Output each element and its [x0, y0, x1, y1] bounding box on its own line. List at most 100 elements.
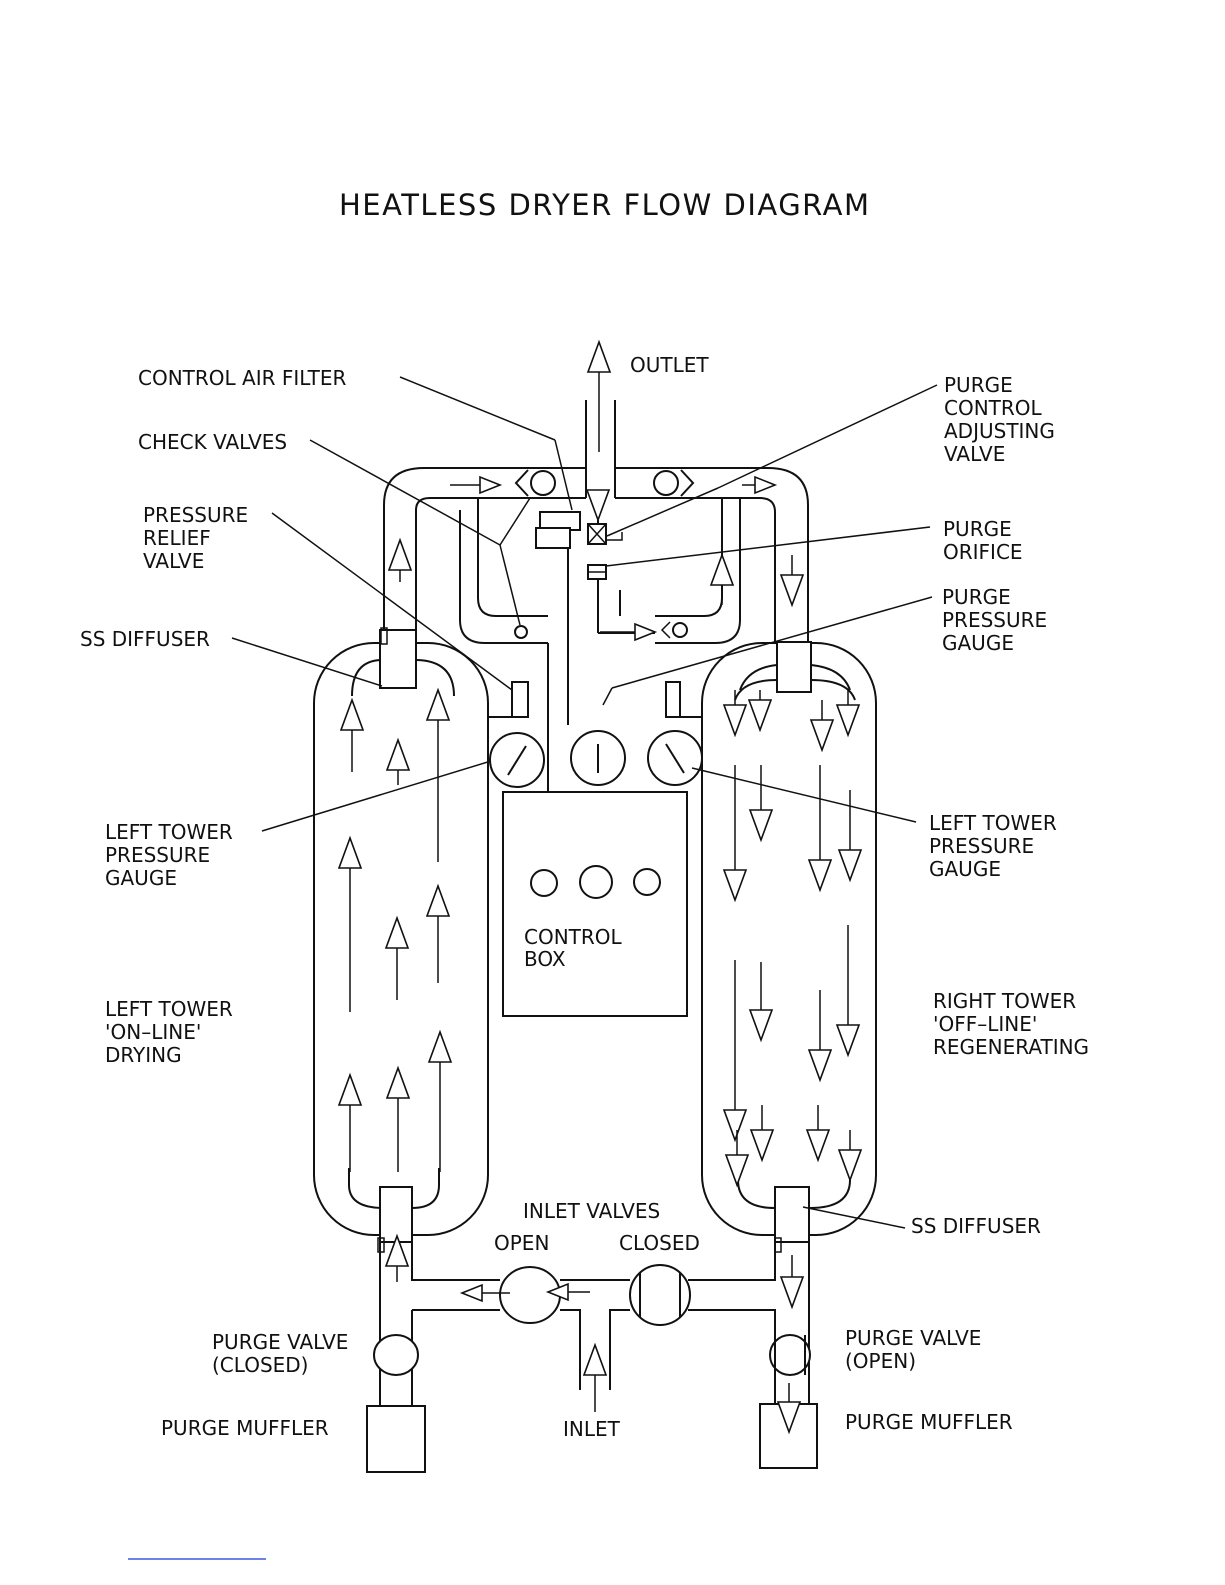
purge-valve-left — [373, 1334, 419, 1376]
right-tower-pressure-gauge — [647, 730, 703, 786]
diagram-title: HEATLESS DRYER FLOW DIAGRAM — [339, 188, 871, 222]
label-right-tower-status-1: RIGHT TOWER — [933, 989, 1076, 1013]
inlet-valve-closed — [629, 1264, 691, 1326]
flow-arrow-up-icon — [339, 697, 365, 731]
flow-arrow-down-icon — [835, 1024, 861, 1058]
flow-arrow-down-icon — [779, 1276, 805, 1310]
label-purge-control-1: PURGE — [944, 373, 1013, 397]
label-purge-orifice-2: ORIFICE — [943, 540, 1023, 564]
labels-bottom: INLET VALVES OPEN CLOSED INLET — [494, 1199, 700, 1441]
flow-arrow-up-icon — [425, 883, 451, 917]
control-box-label-2: BOX — [524, 947, 566, 971]
flow-arrow-up-icon — [384, 1233, 410, 1267]
check-valve-top-right — [653, 469, 695, 497]
flow-arrow-up-icon — [582, 1342, 608, 1376]
flow-arrow-down-icon — [748, 809, 774, 843]
flow-arrow-down-icon — [837, 1149, 863, 1183]
label-purge-pressure-gauge-3: GAUGE — [942, 631, 1014, 655]
label-left-gauge-left-3: GAUGE — [105, 866, 177, 890]
flow-arrow-up-icon — [385, 1065, 411, 1099]
ss-diffuser-right-top — [776, 641, 812, 693]
label-left-gauge-left-1: LEFT TOWER — [105, 820, 233, 844]
label-purge-valve-right-1: PURGE VALVE — [845, 1326, 981, 1350]
purge-muffler-left — [366, 1405, 426, 1473]
label-purge-valve-left-2: (CLOSED) — [212, 1353, 308, 1377]
label-inlet-valves: INLET VALVES — [523, 1199, 660, 1223]
flow-arrow-up-icon — [427, 1029, 453, 1063]
ss-diffuser-left-bottom — [379, 1186, 413, 1243]
label-purge-control-4: VALVE — [944, 442, 1005, 466]
flow-arrow-down-icon — [805, 1129, 831, 1163]
label-left-gauge-right-3: GAUGE — [929, 857, 1001, 881]
flow-arrow-up-icon — [385, 737, 411, 771]
flow-arrow-up-icon — [709, 552, 735, 586]
pressure-relief-valve-left — [511, 681, 529, 718]
label-inlet-valve-open: OPEN — [494, 1231, 549, 1255]
flow-arrow-left-icon — [545, 1282, 569, 1302]
label-purge-control-2: CONTROL — [944, 396, 1043, 420]
flow-arrow-right-icon — [479, 475, 503, 495]
ss-diffuser-right-bottom — [774, 1186, 810, 1243]
indicator-light-1 — [530, 869, 558, 897]
flow-arrow-up-icon — [337, 835, 363, 869]
label-control-air-filter: CONTROL AIR FILTER — [138, 366, 347, 390]
flow-arrow-down-icon — [722, 704, 748, 738]
purge-pressure-gauge — [570, 730, 626, 786]
flow-arrow-down-icon — [585, 489, 611, 523]
label-check-valves: CHECK VALVES — [138, 430, 287, 454]
label-left-gauge-right-1: LEFT TOWER — [929, 811, 1057, 835]
purge-valve-right — [769, 1334, 811, 1376]
flow-arrow-down-icon — [747, 699, 773, 733]
label-inlet: INLET — [563, 1417, 621, 1441]
label-left-tower-status-3: DRYING — [105, 1043, 182, 1067]
flow-arrow-down-icon — [722, 869, 748, 903]
label-inlet-valve-closed: CLOSED — [619, 1231, 700, 1255]
flow-arrow-down-icon — [807, 859, 833, 893]
label-pressure-relief-1: PRESSURE — [143, 503, 248, 527]
check-valve-bottom — [514, 621, 688, 639]
label-purge-pressure-gauge-1: PURGE — [942, 585, 1011, 609]
label-ss-diffuser-left: SS DIFFUSER — [80, 627, 210, 651]
flow-arrow-down-icon — [807, 1049, 833, 1083]
flow-arrow-down-icon — [776, 1401, 802, 1435]
flow-arrow-up-icon — [425, 687, 451, 721]
flow-arrow-down-icon — [835, 704, 861, 738]
flow-arrow-down-icon — [748, 1009, 774, 1043]
right-tower — [701, 641, 877, 1253]
flow-arrow-up-icon — [586, 339, 612, 373]
label-outlet: OUTLET — [630, 353, 709, 377]
flow-arrow-down-icon — [779, 574, 805, 608]
left-tower — [313, 627, 489, 1253]
label-purge-orifice-1: PURGE — [943, 517, 1012, 541]
indicator-light-3 — [633, 868, 661, 896]
label-purge-control-3: ADJUSTING — [944, 419, 1055, 443]
label-pressure-relief-3: VALVE — [143, 549, 204, 573]
flow-arrow-up-icon — [337, 1072, 363, 1106]
flow-arrow-down-icon — [749, 1129, 775, 1163]
flow-arrow-down-icon — [809, 719, 835, 753]
check-valve-top-left — [514, 469, 556, 497]
flow-arrow-left-icon — [459, 1283, 483, 1303]
control-box-label-1: CONTROL — [524, 925, 623, 949]
flow-arrows — [337, 339, 863, 1435]
flow-arrow-up-icon — [384, 915, 410, 949]
label-purge-valve-right-2: (OPEN) — [845, 1349, 916, 1373]
pressure-relief-valve-right — [665, 681, 681, 718]
labels-left: CONTROL AIR FILTER CHECK VALVES PRESSURE… — [80, 366, 348, 1440]
ss-diffuser-left-top — [379, 629, 417, 689]
labels-right: OUTLET PURGE CONTROL ADJUSTING VALVE PUR… — [630, 353, 1089, 1434]
label-purge-pressure-gauge-2: PRESSURE — [942, 608, 1047, 632]
flow-arrow-right-icon — [634, 622, 658, 642]
label-purge-valve-left-1: PURGE VALVE — [212, 1330, 348, 1354]
flow-arrow-right-icon — [754, 475, 778, 495]
flow-arrow-down-icon — [722, 1109, 748, 1143]
label-left-gauge-left-2: PRESSURE — [105, 843, 210, 867]
label-left-tower-status-2: 'ON–LINE' — [105, 1020, 201, 1044]
label-pressure-relief-2: RELIEF — [143, 526, 211, 550]
indicator-light-2 — [579, 865, 613, 899]
control-box: CONTROL BOX — [502, 791, 688, 1017]
inlet-valve-open — [499, 1266, 561, 1324]
label-purge-muffler-left: PURGE MUFFLER — [161, 1416, 329, 1440]
label-left-gauge-right-2: PRESSURE — [929, 834, 1034, 858]
